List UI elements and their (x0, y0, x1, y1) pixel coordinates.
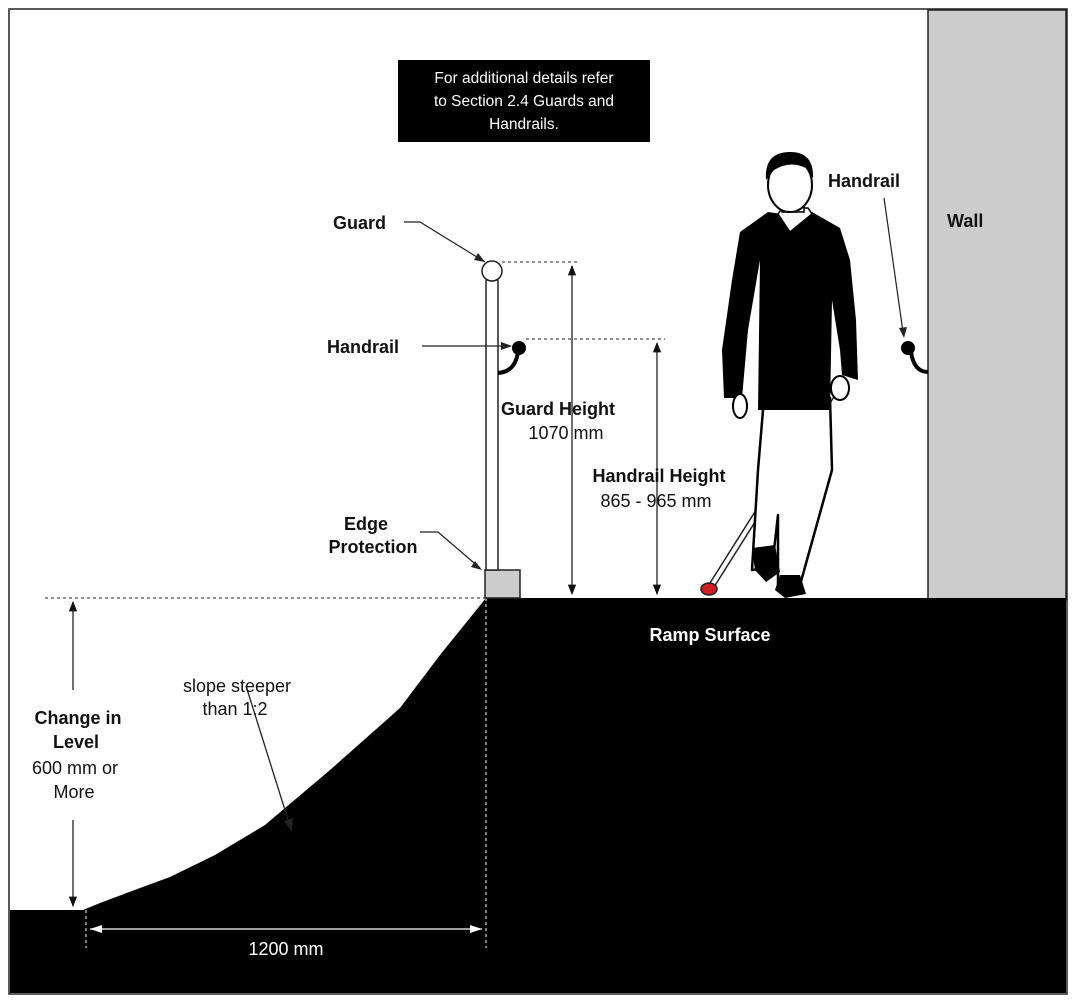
handrail-right-label: Handrail (828, 171, 900, 191)
handrail-right-leader (883, 197, 904, 333)
handrail-right-leader-head (899, 327, 907, 338)
trousers (750, 396, 834, 587)
edge-label-2: Protection (328, 537, 417, 557)
handrail-left-rail (512, 341, 526, 355)
hair (765, 152, 814, 180)
handrail-left-leader-head (501, 342, 512, 350)
hand-right (830, 375, 850, 401)
cane-tip (700, 582, 718, 596)
shoe-right (775, 575, 806, 598)
wall-label: Wall (947, 211, 983, 231)
slope-leader (245, 685, 291, 827)
note-line-3: Handrails. (489, 116, 559, 133)
edge-protection-leader (420, 531, 481, 569)
slope-leader-head (284, 818, 293, 832)
guard-label: Guard (333, 213, 386, 233)
handrail-left-label: Handrail (327, 337, 399, 357)
jacket (722, 212, 858, 410)
guard-rail-ball (481, 260, 503, 282)
change-level-3: 600 mm or (32, 758, 118, 778)
horizontal-dimension-label: 1200 mm (248, 939, 323, 959)
handrail-right-rail (901, 341, 915, 355)
person-with-cane (700, 152, 858, 598)
edge-protection (484, 569, 521, 599)
slope-label-1: slope steeper (183, 676, 291, 696)
hand-left (732, 393, 748, 419)
change-level-4: More (53, 782, 94, 802)
note-box (398, 60, 650, 142)
horizontal-arrowhead-left (90, 925, 102, 933)
shoe-left (752, 545, 780, 582)
handrail-bracket-right (909, 351, 929, 374)
guard-leader (404, 221, 486, 263)
edge-label-1: Edge (344, 514, 388, 534)
ramp-surface-label: Ramp Surface (649, 625, 770, 645)
handrail-bracket-left (497, 351, 520, 375)
guard-post (485, 279, 499, 571)
handrail-height-value: 865 - 965 mm (600, 491, 711, 511)
horizontal-arrowhead-right (470, 925, 482, 933)
note-line-1: For additional details refer (434, 70, 613, 87)
change-level-2: Level (53, 732, 99, 752)
guard-leader-head (474, 253, 485, 262)
guard-height-value: 1070 mm (528, 423, 603, 443)
ground (10, 598, 1066, 993)
handrail-height-title: Handrail Height (592, 466, 725, 486)
wall (927, 9, 1067, 601)
edge-protection-leader-head (471, 561, 482, 570)
guard-height-title: Guard Height (501, 399, 615, 419)
change-level-1: Change in (34, 708, 121, 728)
slope-label-2: than 1:2 (202, 699, 267, 719)
note-line-2: to Section 2.4 Guards and (434, 93, 614, 110)
